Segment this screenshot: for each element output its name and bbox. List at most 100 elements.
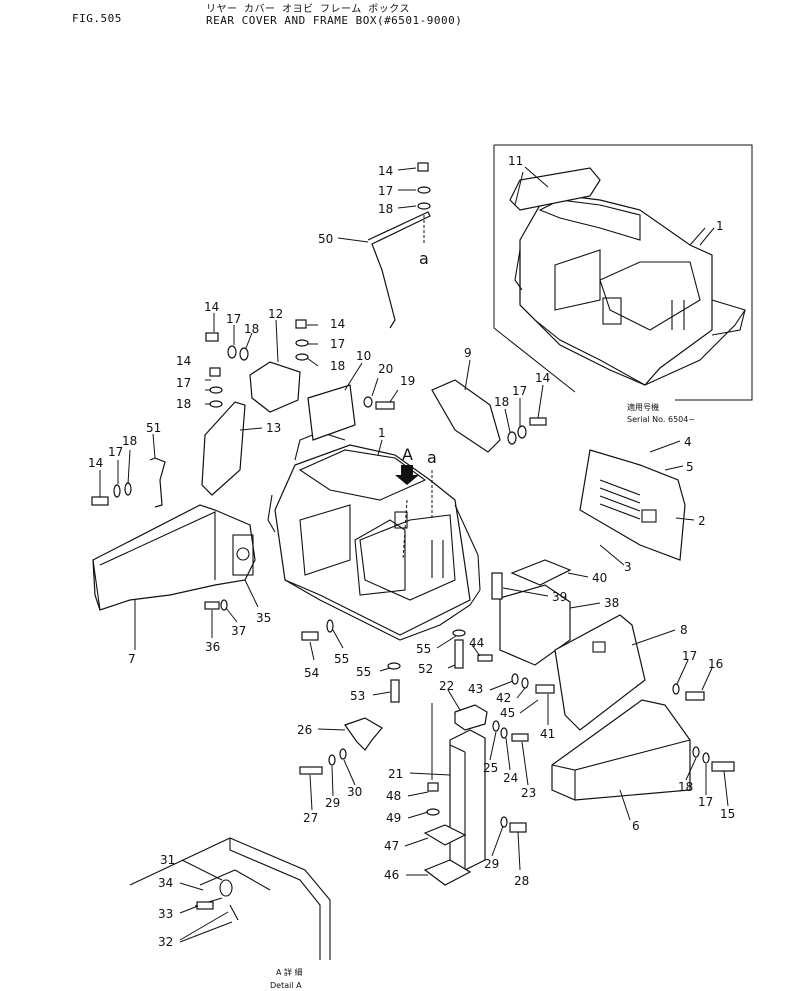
- callout-label: 18: [122, 434, 137, 448]
- cover-12: [249, 361, 301, 413]
- callout-label: 17: [176, 376, 191, 390]
- callout-label: 32: [158, 935, 173, 949]
- callout-label: 8: [680, 623, 688, 637]
- callout-label: 55: [356, 665, 371, 679]
- callout-label: 54: [304, 666, 319, 680]
- callout-label: 18: [378, 202, 393, 216]
- callout-label: 22: [439, 679, 454, 693]
- cover-9: [431, 379, 501, 453]
- callout-label: 3: [624, 560, 632, 574]
- figure-number: FIG.505: [72, 12, 122, 25]
- stand-21: [449, 729, 486, 871]
- bracket-26: [344, 717, 383, 751]
- callout-label: 17: [378, 184, 393, 198]
- callout-label: 55: [334, 652, 349, 666]
- callout-label: 24: [503, 771, 518, 785]
- callout-label: 29: [325, 796, 340, 810]
- side-panel-2: [579, 449, 686, 561]
- callout-label: 5: [686, 460, 694, 474]
- callout-label: 46: [384, 868, 399, 882]
- callout-label: 18: [176, 397, 191, 411]
- callout-label: 17: [682, 649, 697, 663]
- callout-label: 14: [176, 354, 191, 368]
- callout-label: 29: [484, 857, 499, 871]
- fasteners: [91, 162, 735, 910]
- callout-label: 18: [678, 780, 693, 794]
- callout-label: 48: [386, 789, 401, 803]
- plate-40: [510, 559, 572, 586]
- callout-label: 45: [500, 706, 515, 720]
- callout-label: 17: [330, 337, 345, 351]
- callout-label: 14: [330, 317, 345, 331]
- callout-label: 14: [378, 164, 393, 178]
- callout-label: 23: [521, 786, 536, 800]
- ref-letter-a-frame: a: [427, 448, 437, 467]
- callout-label: 18: [494, 395, 509, 409]
- callout-label: 30: [347, 785, 362, 799]
- callout-label: 38: [604, 596, 619, 610]
- callout-label: 11: [508, 154, 523, 168]
- callout-label: 16: [708, 657, 723, 671]
- handle-51: [149, 457, 166, 508]
- callout-label: 15: [720, 807, 735, 821]
- callout-label: 37: [231, 624, 246, 638]
- callout-label: 7: [128, 652, 136, 666]
- callout-label: 14: [204, 300, 219, 314]
- callout-label: 4: [684, 435, 692, 449]
- callout-label: 40: [592, 571, 607, 585]
- pad-22: [454, 704, 488, 731]
- callout-label: 28: [514, 874, 529, 888]
- callout-labels: 14 17 18 50 11 1 14 17 18 1 2 14 17 18 14…: [88, 154, 735, 949]
- left-cover-7: [92, 504, 256, 611]
- callout-label: 14: [88, 456, 103, 470]
- callout-label: 31: [160, 853, 175, 867]
- callout-label: 17: [698, 795, 713, 809]
- callout-label: 6: [632, 819, 640, 833]
- callout-label: 1: [716, 219, 724, 233]
- callout-label: 44: [469, 636, 484, 650]
- pad-47: [423, 824, 467, 846]
- callout-label: 18: [330, 359, 345, 373]
- callout-label: 34: [158, 876, 173, 890]
- callout-label: 25: [483, 761, 498, 775]
- callout-label: 51: [146, 421, 161, 435]
- callout-label: 2: [698, 514, 706, 528]
- callout-label: 9: [464, 346, 472, 360]
- post-39: [491, 572, 503, 600]
- inset-applicable-note: 適用号機: [627, 402, 659, 412]
- tank-38: [499, 584, 571, 666]
- callout-label: 21: [388, 767, 403, 781]
- callout-label: 50: [318, 232, 333, 246]
- callout-label: 27: [303, 811, 318, 825]
- leader-lines: [99, 166, 729, 943]
- callout-label: 19: [400, 374, 415, 388]
- bracket-13: [201, 401, 246, 496]
- callout-label: 42: [496, 691, 511, 705]
- callout-label: 41: [540, 727, 555, 741]
- view-arrow-letter: A: [402, 445, 413, 464]
- callout-label: 17: [512, 384, 527, 398]
- callout-label: 1: [378, 426, 386, 440]
- arrow-a-icon: [395, 465, 419, 485]
- callout-label: 43: [468, 682, 483, 696]
- callout-label: 36: [205, 640, 220, 654]
- callout-label: 35: [256, 611, 271, 625]
- panel-10: [307, 384, 356, 441]
- callout-label: 17: [108, 445, 123, 459]
- callout-label: 18: [244, 322, 259, 336]
- door-8: [554, 614, 646, 731]
- callout-label: 33: [158, 907, 173, 921]
- rod-50: [367, 211, 431, 329]
- callout-label: 13: [266, 421, 281, 435]
- detail-a-label-en: Detail A: [270, 981, 302, 990]
- callout-label: 49: [386, 811, 401, 825]
- inset-frame-box-variant: [493, 144, 753, 401]
- callout-label: 17: [226, 312, 241, 326]
- ref-letter-a-top: a: [419, 249, 429, 268]
- callout-label: 53: [350, 689, 365, 703]
- callout-label: 55: [416, 642, 431, 656]
- box-cover-6: [551, 699, 691, 801]
- callout-label: 26: [297, 723, 312, 737]
- base-46: [423, 859, 472, 886]
